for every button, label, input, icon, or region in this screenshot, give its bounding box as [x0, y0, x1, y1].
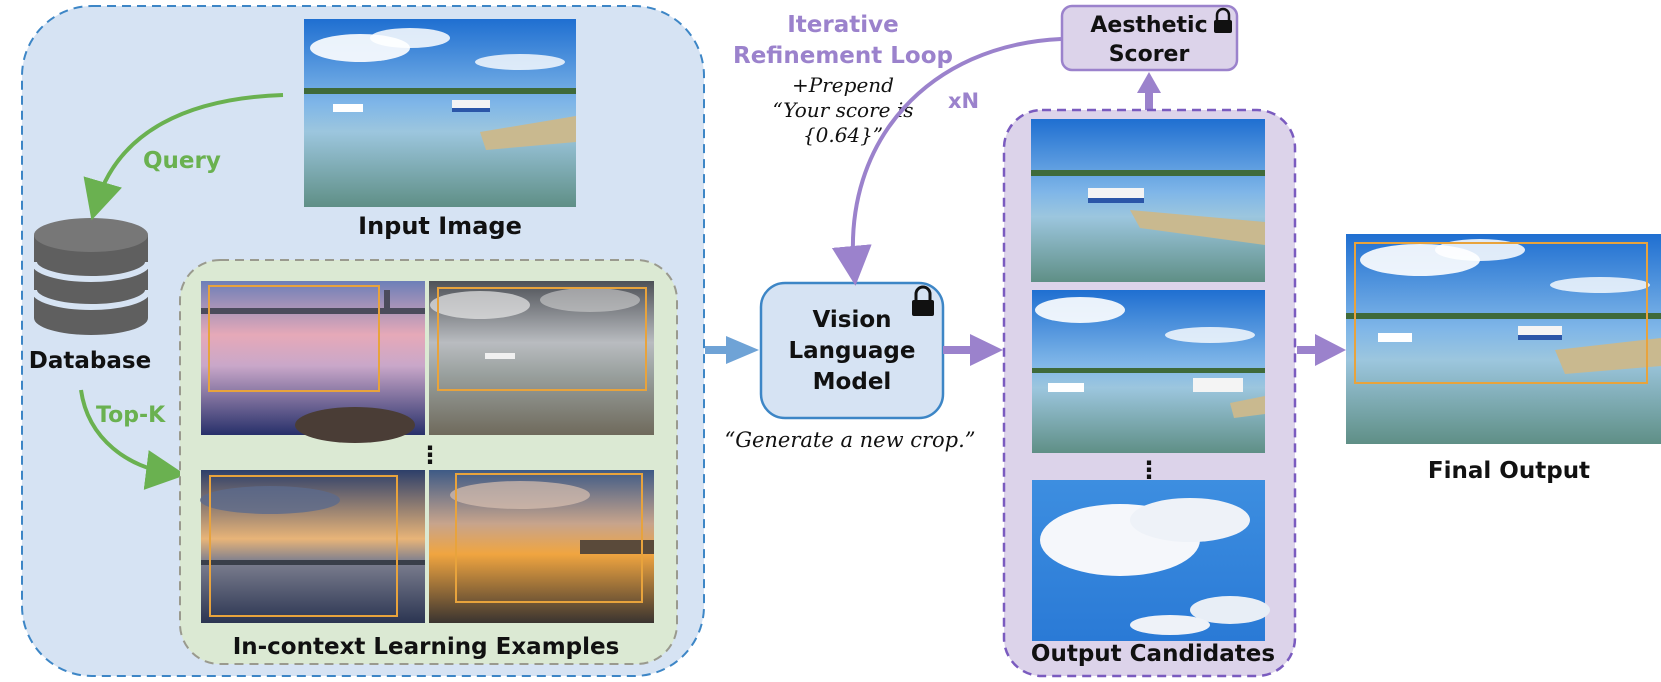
icl-example-2: [429, 281, 654, 435]
icl-examples-label: In-context Learning Examples: [233, 634, 620, 660]
aesthetic-scorer-box: [1060, 4, 1239, 72]
arrow-to-scorer: [1137, 72, 1161, 110]
crop-box: [455, 473, 643, 603]
candidates-vdots: ⋮: [1137, 456, 1161, 484]
topk-label: Top-K: [96, 403, 166, 428]
vlm-label-line2: Language: [789, 338, 916, 364]
lock-icon: [912, 285, 934, 316]
database-icon: [31, 218, 151, 335]
loop-label-line1: Iterative: [787, 12, 899, 38]
icl-example-3: [200, 470, 425, 623]
topk-arrow: [79, 389, 186, 490]
scorer-label-line1: Aesthetic: [1090, 13, 1207, 38]
query-label: Query: [143, 148, 221, 174]
candidate-3: [1032, 480, 1270, 641]
icl-vdots: ⋮: [418, 441, 442, 469]
arrow-to-vlm: [705, 336, 759, 364]
input-image: [304, 19, 576, 207]
arrow-to-candidates: [943, 334, 1003, 366]
output-candidates-label: Output Candidates: [1031, 641, 1275, 667]
scorer-label-line2: Scorer: [1109, 42, 1190, 67]
database-label: Database: [29, 348, 151, 374]
query-arrow: [83, 93, 284, 221]
candidate-1: [1031, 119, 1265, 282]
refinement-loop-arrow: [831, 37, 1062, 286]
prepend-line3: {0.64}”: [803, 123, 883, 147]
prepend-line2: “Your score is: [772, 98, 913, 122]
arrow-to-final: [1297, 334, 1346, 366]
vlm-label-line1: Vision: [812, 307, 891, 333]
input-image-label: Input Image: [358, 212, 522, 240]
crop-box: [209, 475, 398, 617]
candidate-2: [1032, 290, 1265, 453]
loop-label-line2: Refinement Loop: [733, 43, 953, 69]
prepend-line1: +Prepend: [792, 73, 894, 97]
icl-example-1: [201, 281, 425, 443]
final-output-image: [1346, 234, 1661, 444]
lock-icon: [1214, 7, 1232, 33]
final-output-label: Final Output: [1428, 458, 1590, 484]
crop-box: [437, 287, 647, 391]
vlm-label-line3: Model: [813, 369, 892, 395]
generate-prompt: “Generate a new crop.”: [724, 428, 975, 452]
crop-box: [208, 285, 380, 392]
icl-example-4: [429, 470, 654, 623]
crop-box: [1354, 242, 1648, 384]
xn-label: xN: [948, 89, 979, 113]
